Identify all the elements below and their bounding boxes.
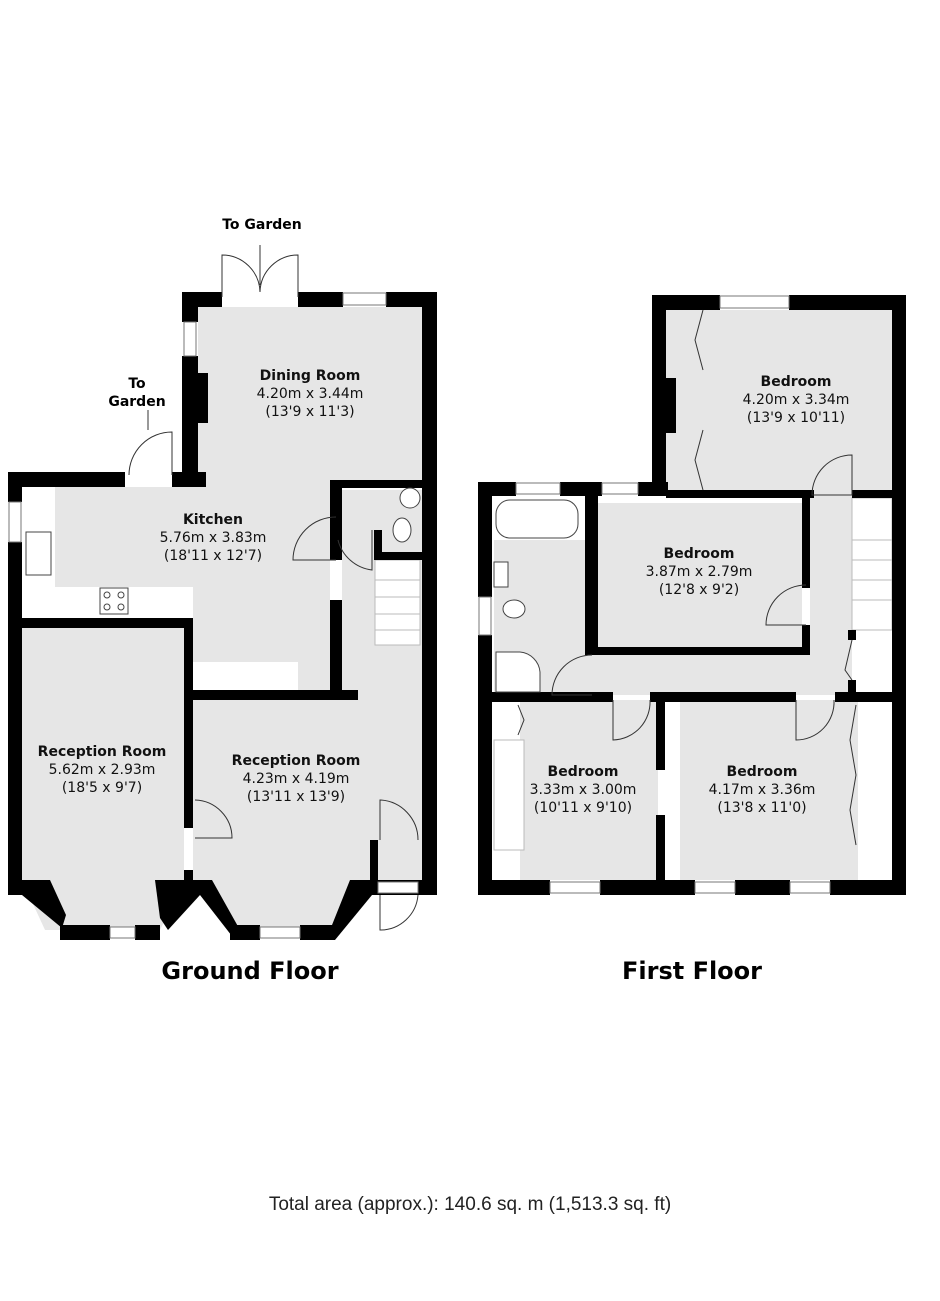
ground-doors — [128, 245, 419, 931]
room-label-reception-room-left: Reception Room 5.62m x 2.93m (18'5 x 9'7… — [38, 743, 167, 797]
ground-stairs — [374, 559, 421, 646]
room-name: Kitchen — [182, 512, 244, 528]
room-size-metric: 4.20m x 3.34m — [742, 392, 850, 408]
room-name: Reception Room — [231, 753, 361, 769]
reception-room-left-floor — [22, 628, 184, 880]
to-garden-label-side: To Garden — [108, 375, 165, 411]
room-size-metric: 4.20m x 3.44m — [256, 386, 364, 402]
room-name: Dining Room — [259, 368, 361, 384]
basin-icon — [399, 487, 421, 509]
first-stairs — [851, 497, 893, 631]
room-label-reception-room-right: Reception Room 4.23m x 4.19m (13'11 x 13… — [232, 752, 361, 806]
room-label-bedroom-2: Bedroom 3.87m x 2.79m (12'8 x 9'2) — [646, 545, 753, 599]
room-name: Bedroom — [760, 374, 832, 390]
bedroom-2-floor — [598, 503, 802, 647]
basin-icon — [493, 561, 509, 588]
room-size-metric: 3.87m x 2.79m — [645, 564, 753, 580]
room-size-imperial: (13'9 x 10'11) — [746, 410, 846, 426]
room-size-imperial: (13'9 x 11'3) — [265, 404, 355, 420]
to-garden-line-1: To — [128, 376, 146, 392]
room-size-imperial: (18'5 x 9'7) — [61, 780, 143, 796]
room-label-bedroom-4: Bedroom 4.17m x 3.36m (13'8 x 11'0) — [709, 763, 816, 817]
room-label-bedroom-3: Bedroom 3.33m x 3.00m (10'11 x 9'10) — [530, 763, 637, 817]
ground-floor-title: Ground Floor — [161, 957, 339, 985]
room-size-imperial: (13'8 x 11'0) — [717, 800, 807, 816]
room-size-imperial: (12'8 x 9'2) — [658, 582, 740, 598]
bedroom-1-floor — [666, 310, 892, 490]
room-name: Bedroom — [547, 764, 619, 780]
toilet-icon — [392, 517, 412, 543]
room-size-metric: 4.23m x 4.19m — [242, 771, 350, 787]
reception-room-right-floor — [193, 700, 422, 880]
room-size-imperial: (10'11 x 9'10) — [533, 800, 633, 816]
total-area-text: Total area (approx.): 140.6 sq. m (1,513… — [268, 1194, 672, 1215]
room-size-metric: 4.17m x 3.36m — [708, 782, 816, 798]
room-size-metric: 3.33m x 3.00m — [529, 782, 637, 798]
first-floor-title: First Floor — [621, 957, 763, 985]
room-label-dining-room: Dining Room 4.20m x 3.44m (13'9 x 11'3) — [257, 367, 364, 421]
room-name: Bedroom — [663, 546, 735, 562]
shower-icon — [495, 651, 541, 693]
first-walls — [478, 295, 906, 895]
hob-icon — [99, 587, 129, 615]
room-name: Bedroom — [726, 764, 798, 780]
room-name: Reception Room — [37, 744, 167, 760]
room-label-bedroom-1: Bedroom 4.20m x 3.34m (13'9 x 10'11) — [743, 373, 850, 427]
ground-walls — [8, 292, 437, 940]
sink-icon — [25, 531, 52, 576]
to-garden-line-2: Garden — [108, 394, 166, 410]
room-size-metric: 5.76m x 3.83m — [159, 530, 267, 546]
kitchen-fixtures — [25, 487, 421, 615]
bedroom-3-floor — [520, 700, 658, 880]
bedroom-4-floor — [680, 700, 858, 880]
to-garden-label-top: To Garden — [222, 217, 302, 233]
bath-icon — [495, 499, 579, 539]
room-label-kitchen: Kitchen 5.76m x 3.83m (18'11 x 12'7) — [160, 511, 267, 565]
dining-room-floor — [198, 307, 422, 487]
room-size-metric: 5.62m x 2.93m — [48, 762, 156, 778]
ground-windows — [8, 292, 419, 939]
toilet-icon — [502, 599, 526, 619]
room-size-imperial: (18'11 x 12'7) — [163, 548, 263, 564]
ground-floor-plan — [8, 245, 437, 940]
bathroom-fixtures — [493, 499, 579, 693]
first-floor-plan — [478, 295, 906, 895]
first-windows — [478, 295, 831, 894]
first-doors — [517, 309, 857, 846]
room-size-imperial: (13'11 x 13'9) — [246, 789, 346, 805]
